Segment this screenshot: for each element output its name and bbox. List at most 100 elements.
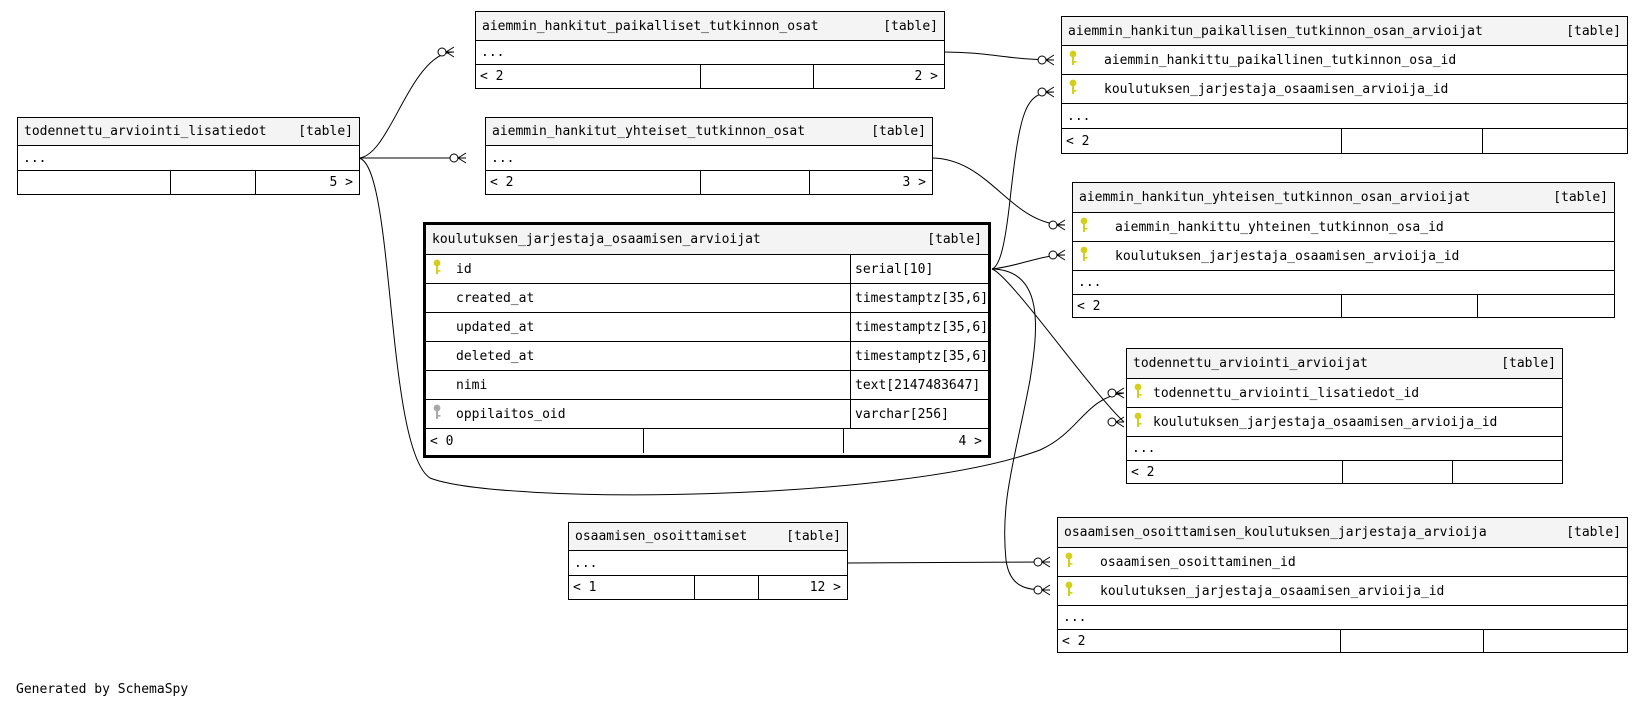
table-footer: < 2 bbox=[1073, 295, 1614, 317]
column-row: deleted_at timestamptz[35,6] bbox=[426, 342, 988, 371]
footer-parents[interactable]: < 0 bbox=[426, 429, 644, 453]
ellipsis-row: ... bbox=[476, 41, 944, 65]
table-header: osaamisen_osoittamiset [table] bbox=[569, 523, 847, 551]
column-row: id serial[10] bbox=[426, 255, 988, 284]
table-koulutuksen-jarjestaja-osaamisen-arvioijat[interactable]: koulutuksen_jarjestaja_osaamisen_arvioij… bbox=[423, 222, 991, 458]
footer-parents[interactable] bbox=[18, 171, 171, 194]
primary-key-icon bbox=[1079, 246, 1093, 266]
ellipsis-row: ... bbox=[1127, 437, 1562, 461]
column-type: serial[10] bbox=[850, 255, 988, 283]
crows-foot-icon bbox=[1056, 219, 1066, 231]
column-name: aiemmin_hankittu_paikallinen_tutkinnon_o… bbox=[1104, 52, 1457, 68]
table-aiemmin-hankitun-paikallisen-tutkinnon-osan-arvioijat[interactable]: aiemmin_hankitun_paikallisen_tutkinnon_o… bbox=[1061, 16, 1628, 154]
column-row: created_at timestamptz[35,6] bbox=[426, 284, 988, 313]
table-aiemmin-hankitut-paikalliset-tutkinnon-osat[interactable]: aiemmin_hankitut_paikalliset_tutkinnon_o… bbox=[475, 11, 945, 89]
footer-children bbox=[1478, 295, 1614, 317]
table-kind: [table] bbox=[1553, 190, 1608, 205]
footer-parents[interactable]: < 2 bbox=[1127, 461, 1343, 483]
column-name: created_at bbox=[456, 290, 535, 306]
column-type: timestamptz[35,6] bbox=[850, 342, 988, 370]
ellipsis-row: ... bbox=[1073, 271, 1614, 295]
table-aiemmin-hankitut-yhteiset-tutkinnon-osat[interactable]: aiemmin_hankitut_yhteiset_tutkinnon_osat… bbox=[485, 117, 933, 195]
footer-spacer bbox=[701, 65, 814, 88]
edge-osoittamiset-to-osaamisen-arvioija bbox=[846, 556, 1051, 568]
footer-spacer bbox=[1343, 461, 1453, 483]
table-kind: [table] bbox=[1566, 23, 1621, 39]
column-name: deleted_at bbox=[456, 348, 535, 364]
column-row: todennettu_arviointi_lisatiedot_id bbox=[1127, 379, 1562, 408]
crows-foot-icon bbox=[1115, 387, 1125, 399]
footer-parents[interactable]: < 2 bbox=[1073, 295, 1342, 317]
table-footer: < 2 bbox=[1058, 630, 1627, 652]
crows-foot-icon bbox=[1115, 416, 1125, 428]
table-header: todennettu_arviointi_lisatiedot [table] bbox=[18, 118, 359, 146]
column-name: koulutuksen_jarjestaja_osaamisen_arvioij… bbox=[1104, 81, 1449, 97]
footer-spacer bbox=[695, 576, 759, 599]
optional-circle-icon bbox=[1048, 250, 1058, 260]
table-name: aiemmin_hankitun_paikallisen_tutkinnon_o… bbox=[1068, 23, 1483, 39]
primary-key-icon bbox=[1133, 383, 1147, 403]
footer-spacer bbox=[701, 171, 810, 194]
column-row: oppilaitos_oid varchar[256] bbox=[426, 400, 988, 429]
footer-children[interactable]: 4 > bbox=[958, 433, 982, 449]
ellipsis-row: ... bbox=[486, 146, 932, 171]
crows-foot-icon bbox=[1045, 86, 1055, 98]
generated-by-footer: Generated by SchemaSpy bbox=[16, 682, 189, 697]
table-header: aiemmin_hankitun_yhteisen_tutkinnon_osan… bbox=[1073, 183, 1614, 213]
footer-spacer bbox=[644, 429, 844, 453]
optional-circle-icon bbox=[449, 153, 459, 163]
footer-parents[interactable]: < 1 bbox=[569, 576, 695, 599]
optional-circle-icon bbox=[1037, 55, 1047, 65]
table-todennettu-arviointi-arvioijat[interactable]: todennettu_arviointi_arvioijat [table] t… bbox=[1126, 348, 1563, 484]
column-row: aiemmin_hankittu_yhteinen_tutkinnon_osa_… bbox=[1073, 213, 1614, 242]
table-header: aiemmin_hankitut_paikalliset_tutkinnon_o… bbox=[476, 12, 944, 41]
footer-parents[interactable]: < 2 bbox=[476, 65, 701, 88]
column-name: aiemmin_hankittu_yhteinen_tutkinnon_osa_… bbox=[1115, 219, 1444, 235]
table-kind: [table] bbox=[1501, 356, 1556, 371]
footer-children bbox=[1484, 630, 1627, 652]
table-aiemmin-hankitun-yhteisen-tutkinnon-osan-arvioijat[interactable]: aiemmin_hankitun_yhteisen_tutkinnon_osan… bbox=[1072, 182, 1615, 318]
table-osaamisen-osoittamiset[interactable]: osaamisen_osoittamiset [table] ... < 1 1… bbox=[568, 522, 848, 600]
table-header: aiemmin_hankitun_paikallisen_tutkinnon_o… bbox=[1062, 17, 1627, 46]
column-row: nimi text[2147483647] bbox=[426, 371, 988, 400]
footer-parents[interactable]: < 2 bbox=[486, 171, 701, 194]
footer-children[interactable]: 3 > bbox=[902, 175, 926, 190]
column-type: varchar[256] bbox=[850, 400, 988, 428]
edge-arvioijat-to-todennettu-arvioijat bbox=[991, 268, 1125, 428]
footer-parents[interactable]: < 2 bbox=[1058, 630, 1341, 652]
column-row: koulutuksen_jarjestaja_osaamisen_arvioij… bbox=[1073, 242, 1614, 271]
ellipsis-row: ... bbox=[1058, 606, 1627, 630]
table-kind: [table] bbox=[883, 18, 938, 34]
table-kind: [table] bbox=[786, 529, 841, 544]
table-footer: < 2 bbox=[1062, 129, 1627, 153]
table-kind: [table] bbox=[871, 124, 926, 139]
column-name: updated_at bbox=[456, 319, 535, 335]
column-name: nimi bbox=[456, 377, 488, 393]
table-name: aiemmin_hankitut_yhteiset_tutkinnon_osat bbox=[492, 124, 806, 139]
column-name: koulutuksen_jarjestaja_osaamisen_arvioij… bbox=[1100, 583, 1445, 599]
edge-arvioijat-to-yhteisen-arvioijat bbox=[991, 249, 1066, 270]
column-row: koulutuksen_jarjestaja_osaamisen_arvioij… bbox=[1127, 408, 1562, 437]
optional-circle-icon bbox=[1048, 220, 1058, 230]
optional-circle-icon bbox=[1107, 388, 1117, 398]
table-todennettu-arviointi-lisatiedot[interactable]: todennettu_arviointi_lisatiedot [table] … bbox=[17, 117, 360, 195]
footer-children[interactable]: 2 > bbox=[914, 69, 938, 84]
table-footer: < 2 2 > bbox=[476, 65, 944, 88]
footer-children[interactable]: 12 > bbox=[809, 580, 841, 595]
footer-spacer bbox=[1342, 129, 1483, 153]
footer-parents[interactable]: < 2 bbox=[1062, 129, 1342, 153]
crows-foot-icon bbox=[1056, 249, 1066, 261]
table-header: aiemmin_hankitut_yhteiset_tutkinnon_osat… bbox=[486, 118, 932, 146]
table-osaamisen-osoittamisen-koulutuksen-jarjestaja-arvioija[interactable]: osaamisen_osoittamisen_koulutuksen_jarje… bbox=[1057, 517, 1628, 653]
table-name: koulutuksen_jarjestaja_osaamisen_arvioij… bbox=[432, 232, 761, 247]
index-key-icon bbox=[432, 404, 446, 424]
column-row: koulutuksen_jarjestaja_osaamisen_arvioij… bbox=[1062, 75, 1627, 104]
primary-key-icon bbox=[1079, 217, 1093, 237]
edge-arvioijat-to-paikallisen-arvioijat bbox=[991, 86, 1055, 270]
column-type: timestamptz[35,6] bbox=[850, 284, 988, 312]
column-row: aiemmin_hankittu_paikallinen_tutkinnon_o… bbox=[1062, 46, 1627, 75]
footer-children[interactable]: 5 > bbox=[329, 175, 353, 190]
optional-circle-icon bbox=[437, 47, 447, 57]
primary-key-icon bbox=[1133, 412, 1147, 432]
